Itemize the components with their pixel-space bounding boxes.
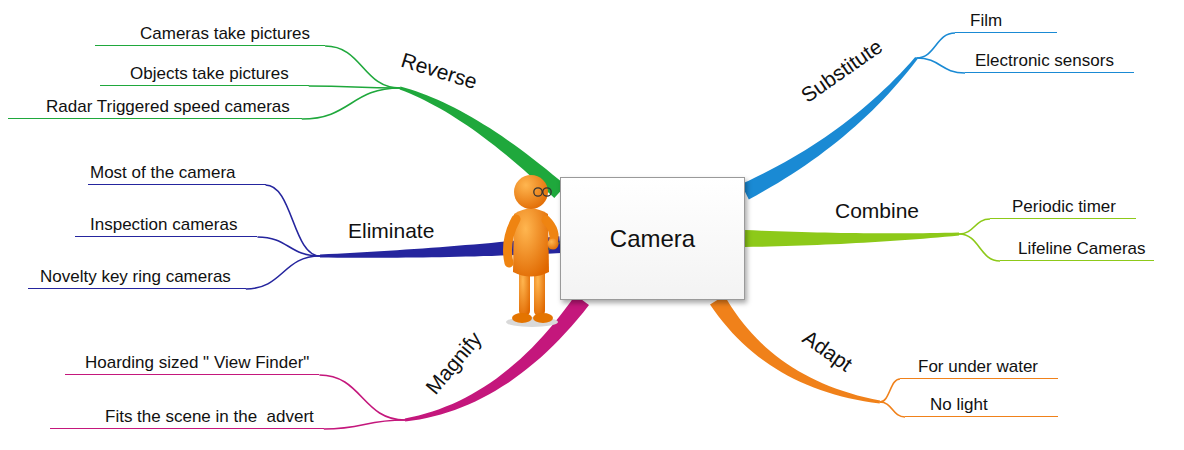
branch-label: Eliminate [320, 218, 434, 256]
leaf-idea: Lifeline Cameras [1000, 238, 1154, 261]
connector-line [880, 402, 905, 417]
main-branch [710, 296, 880, 404]
figure-arm [508, 219, 516, 263]
idea-text: Film [970, 10, 1002, 32]
idea-text: Novelty key ring cameras [40, 266, 231, 288]
idea-text: No light [930, 394, 988, 416]
connector-line [266, 185, 320, 256]
connector-line [324, 420, 405, 429]
main-branch [745, 230, 959, 247]
connector-line [319, 375, 405, 420]
idea-connector [325, 46, 400, 88]
leaf-idea: Film [955, 10, 1057, 33]
leaf-idea: Fits the scene in the advert [50, 406, 324, 429]
leaf-idea: Electronic sensors [965, 50, 1134, 73]
connector-line [916, 33, 955, 58]
branch-stroke [745, 230, 959, 247]
leaf-idea: Periodic timer [990, 196, 1136, 219]
main-branch [405, 295, 589, 422]
idea-text: Electronic sensors [975, 50, 1114, 72]
connector-line [257, 237, 320, 256]
idea-text: Radar Triggered speed cameras [46, 96, 290, 118]
leaf-idea: Objects take pictures [100, 63, 309, 86]
connector-line [880, 379, 900, 402]
branch-label: Magnify [405, 350, 491, 420]
branch-label: Reverse [400, 58, 478, 88]
branch-name: Magnify [420, 326, 487, 399]
idea-connector [916, 58, 965, 73]
branch-name: Eliminate [348, 218, 434, 244]
idea-text: Periodic timer [1012, 196, 1116, 218]
idea-connector [309, 86, 400, 88]
leaf-idea: No light [905, 394, 1058, 417]
connector-line [302, 88, 400, 119]
idea-text: For under water [918, 356, 1038, 378]
connector-line [246, 256, 320, 289]
idea-text: Most of the camera [90, 162, 236, 184]
leaf-idea: Novelty key ring cameras [28, 266, 246, 289]
figure-foot [512, 313, 532, 323]
idea-connector [319, 375, 405, 420]
central-board: Camera [560, 177, 745, 300]
figure-foot [533, 313, 553, 323]
idea-text: Cameras take pictures [140, 23, 310, 45]
idea-connector [324, 420, 405, 429]
connector-line [325, 46, 400, 88]
figure-glasses [542, 191, 543, 192]
idea-connector [257, 237, 320, 256]
figure-glasses [534, 188, 542, 196]
idea-text: Hoarding sized " View Finder" [85, 352, 309, 374]
idea-connector [959, 234, 1000, 261]
branch-name: Adapt [798, 325, 858, 378]
connector-line [959, 234, 1000, 261]
leaf-idea: Inspection cameras [75, 214, 257, 237]
branch-stroke [710, 296, 880, 404]
idea-connector [302, 88, 400, 119]
connector-line [309, 86, 400, 88]
connector-line [959, 219, 990, 234]
idea-text: Inspection cameras [90, 214, 237, 236]
branch-label: Adapt [800, 338, 880, 402]
idea-connector [916, 33, 955, 58]
idea-connector [959, 219, 990, 234]
connector-line [916, 58, 965, 73]
leaf-idea: Hoarding sized " View Finder" [65, 352, 319, 375]
figure-head [514, 175, 548, 209]
idea-connector [880, 379, 900, 402]
idea-connector [246, 256, 320, 289]
idea-connector [266, 185, 320, 256]
leaf-idea: For under water [900, 356, 1058, 379]
branch-stroke [405, 295, 589, 422]
idea-text: Fits the scene in the advert [105, 406, 314, 428]
figure-hand [548, 239, 559, 250]
branch-name: Reverse [398, 47, 480, 95]
branch-label: Substitute [795, 58, 916, 84]
branch-name: Combine [835, 198, 919, 224]
leaf-idea: Most of the camera [88, 162, 266, 185]
figure-glasses [543, 188, 551, 196]
idea-text: Lifeline Cameras [1018, 238, 1146, 260]
branch-label: Combine [835, 198, 959, 234]
idea-text: Objects take pictures [130, 63, 289, 85]
leaf-idea: Cameras take pictures [95, 23, 325, 46]
central-topic: Camera [610, 225, 695, 253]
leaf-idea: Radar Triggered speed cameras [8, 96, 302, 119]
branch-name: Substitute [796, 34, 887, 109]
idea-connector [880, 402, 905, 417]
